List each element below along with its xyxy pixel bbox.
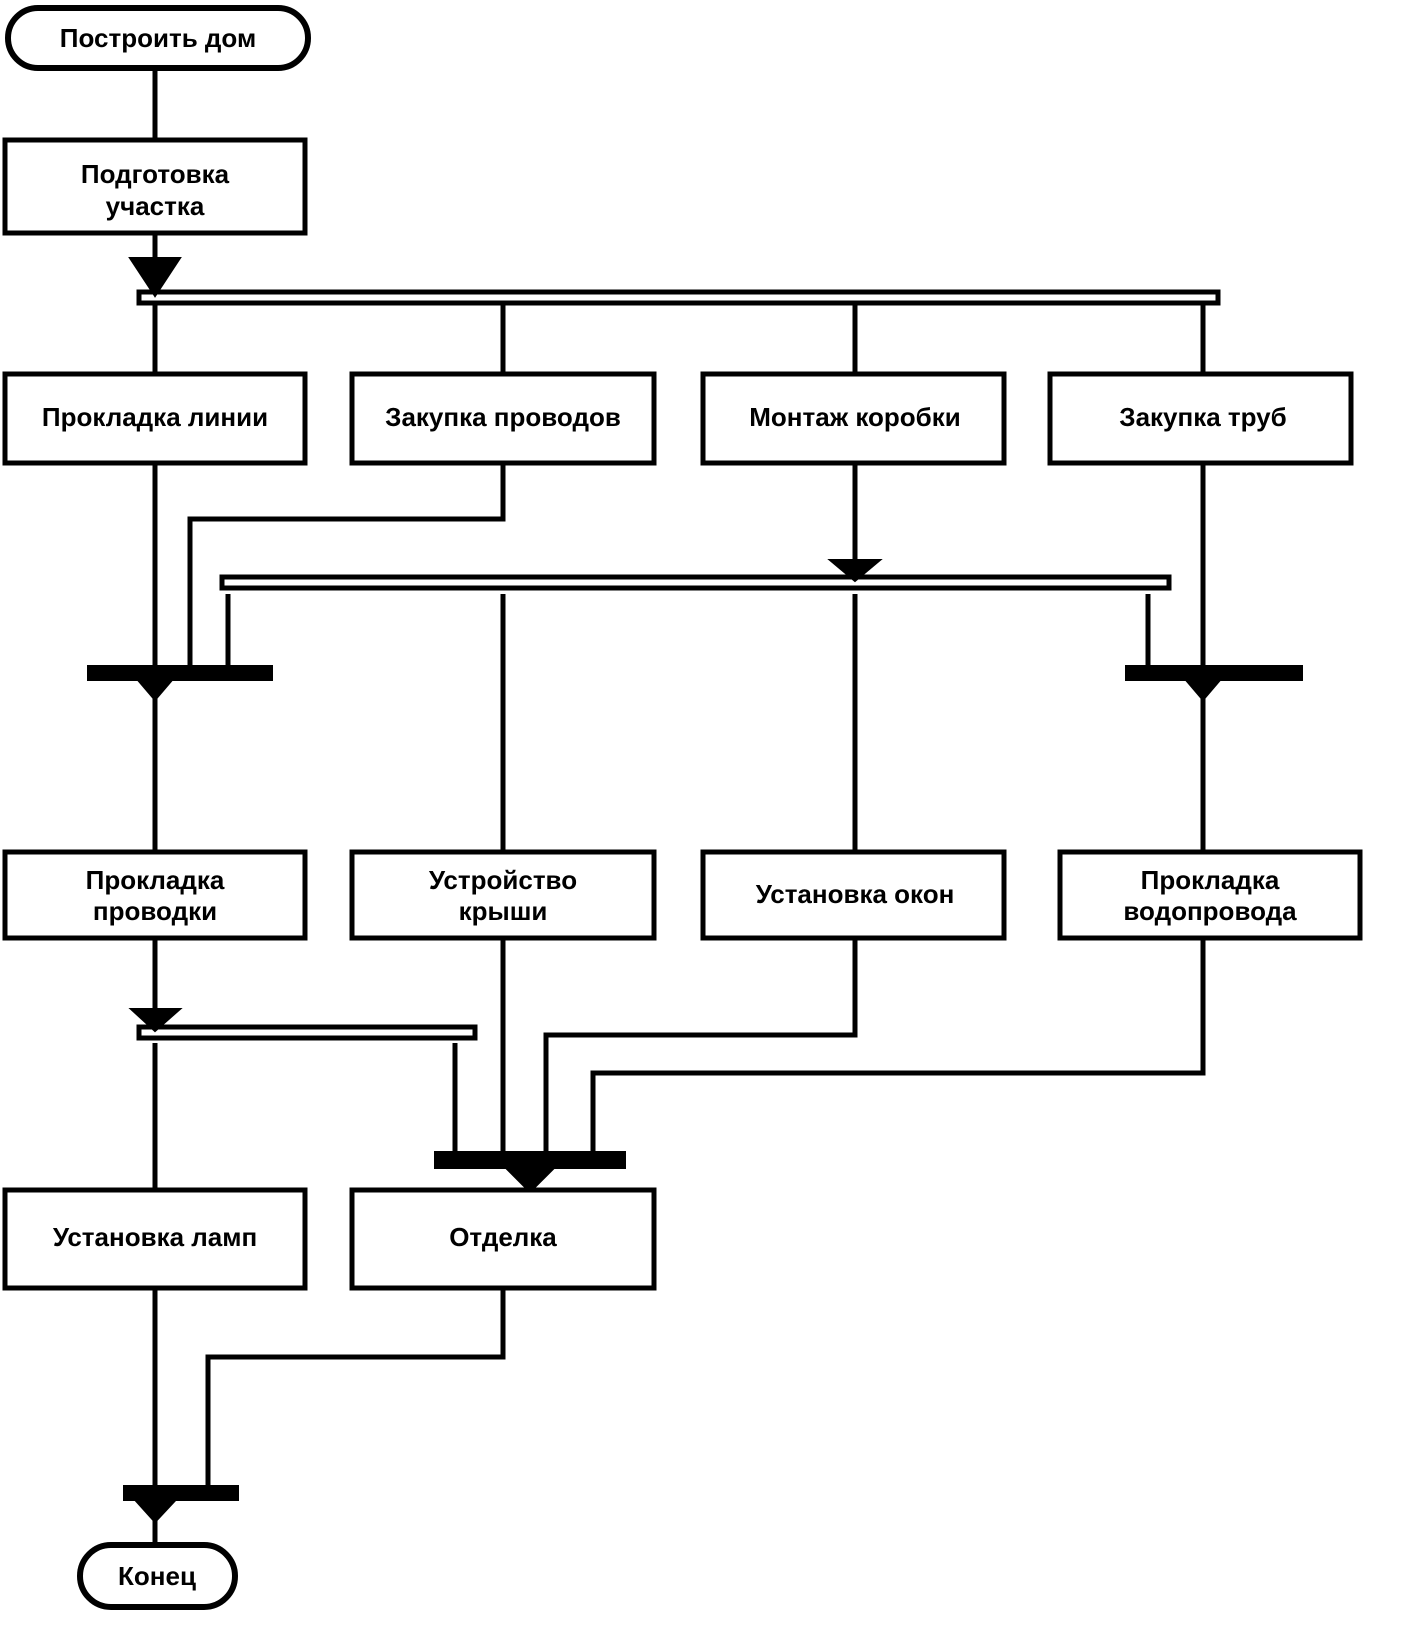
fork-bar-lower bbox=[136, 1024, 478, 1041]
arrow-into-fork-bar-middle bbox=[827, 559, 883, 583]
node-activity-line[interactable]: Прокладка линии bbox=[2, 371, 308, 466]
activity-roof-label-line2: крыши bbox=[459, 896, 548, 926]
activity-line-label: Прокладка линии bbox=[42, 402, 268, 432]
activity-prep-label-line1: Подготовка bbox=[81, 159, 230, 189]
activity-finish-shape bbox=[349, 1187, 657, 1291]
node-activity-windows[interactable]: Установка окон bbox=[700, 849, 1007, 941]
activity-box-shape bbox=[700, 371, 1007, 466]
fork-bar-top bbox=[136, 289, 1221, 306]
node-activity-pipes[interactable]: Закупка труб bbox=[1047, 371, 1354, 466]
activity-line-shape bbox=[2, 371, 308, 466]
activity-box-label: Монтаж коробки bbox=[749, 402, 960, 432]
fork-bar-middle bbox=[219, 574, 1172, 591]
node-activity-plumbing[interactable]: Прокладка водопровода bbox=[1057, 849, 1363, 941]
activity-wiring-label-line2: проводки bbox=[93, 896, 217, 926]
activity-roof-shape bbox=[349, 849, 657, 941]
arrow-into-fork-bar-top bbox=[128, 257, 182, 298]
arrow-out-of-join-bar-final bbox=[125, 1491, 186, 1524]
activity-windows-shape bbox=[700, 849, 1007, 941]
activity-lamps-shape bbox=[2, 1187, 308, 1291]
activity-wires-shape bbox=[349, 371, 657, 466]
node-start[interactable]: Построить дом bbox=[5, 5, 311, 71]
node-activity-wiring[interactable]: Прокладка проводки bbox=[2, 849, 308, 941]
activity-plumbing-label-line1: Прокладка bbox=[1141, 865, 1280, 895]
end-node-shape bbox=[77, 1542, 238, 1610]
edge-plumbing-to-join3 bbox=[590, 938, 1206, 1160]
node-activity-wires[interactable]: Закупка проводов bbox=[349, 371, 657, 466]
start-node-shape bbox=[5, 5, 311, 71]
activity-pipes-label: Закупка труб bbox=[1119, 402, 1286, 432]
activity-wires-label: Закупка проводов bbox=[385, 402, 621, 432]
arrow-out-of-join-bar-left-upper bbox=[129, 672, 181, 702]
end-node-label: Конец bbox=[118, 1561, 196, 1591]
activity-prep-shape bbox=[2, 137, 308, 236]
activity-windows-label: Установка окон bbox=[756, 879, 955, 909]
activity-plumbing-shape bbox=[1057, 849, 1363, 941]
edge-finish-to-join4 bbox=[205, 1288, 506, 1490]
activity-prep-label-line2: участка bbox=[106, 191, 205, 221]
node-activity-lamps[interactable]: Установка ламп bbox=[2, 1187, 308, 1291]
start-node-label: Построить дом bbox=[60, 23, 256, 53]
activity-wiring-label-line1: Прокладка bbox=[86, 865, 225, 895]
edge-windows-to-join3 bbox=[543, 938, 858, 1160]
node-activity-prep[interactable]: Подготовка участка bbox=[2, 137, 308, 236]
activity-wiring-shape bbox=[2, 849, 308, 941]
activity-plumbing-label-line2: водопровода bbox=[1123, 896, 1297, 926]
arrow-out-of-join-bar-right-upper bbox=[1177, 672, 1229, 702]
activity-finish-label: Отделка bbox=[449, 1222, 557, 1252]
node-end[interactable]: Конец bbox=[77, 1542, 238, 1610]
arrow-out-of-join-bar-finish bbox=[494, 1158, 566, 1194]
edge-wires-to-join1 bbox=[187, 463, 506, 672]
activity-roof-label-line1: Устройство bbox=[429, 865, 577, 895]
activity-lamps-label: Установка ламп bbox=[53, 1222, 257, 1252]
node-activity-box[interactable]: Монтаж коробки bbox=[700, 371, 1007, 466]
node-activity-finish[interactable]: Отделка bbox=[349, 1187, 657, 1291]
join-bar-left-upper bbox=[87, 665, 273, 681]
activity-pipes-shape bbox=[1047, 371, 1354, 466]
node-activity-roof[interactable]: Устройство крыши bbox=[349, 849, 657, 941]
arrow-into-fork-bar-lower bbox=[128, 1008, 183, 1033]
